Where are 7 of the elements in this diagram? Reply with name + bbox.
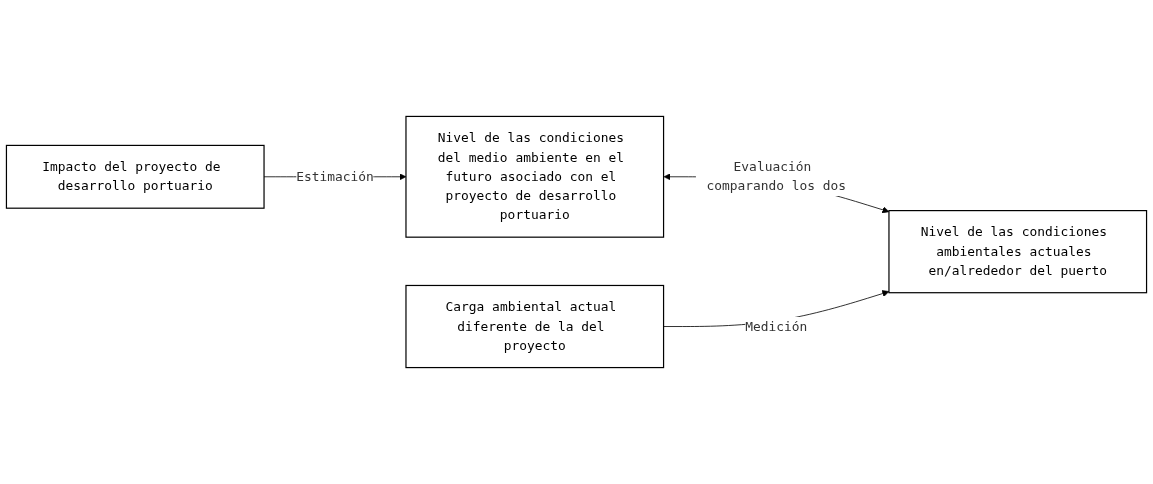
edge-label: Evaluación comparando los dos [706, 159, 847, 194]
edge-label: Estimación [296, 168, 374, 185]
node-box: Carga ambiental actual diferente de la del proyecto [405, 284, 665, 369]
edge-label: Medición [745, 318, 808, 334]
node-box: Nivel de las condiciones del medio ambiente en el futuro asociado con el proyecto de desarrollo portuario [405, 115, 665, 238]
node-box: Impacto del proyecto de desarrollo portuario [5, 144, 265, 209]
node-box: Nivel de las condiciones ambientales actuales en/alrededor del puerto [888, 210, 1148, 294]
